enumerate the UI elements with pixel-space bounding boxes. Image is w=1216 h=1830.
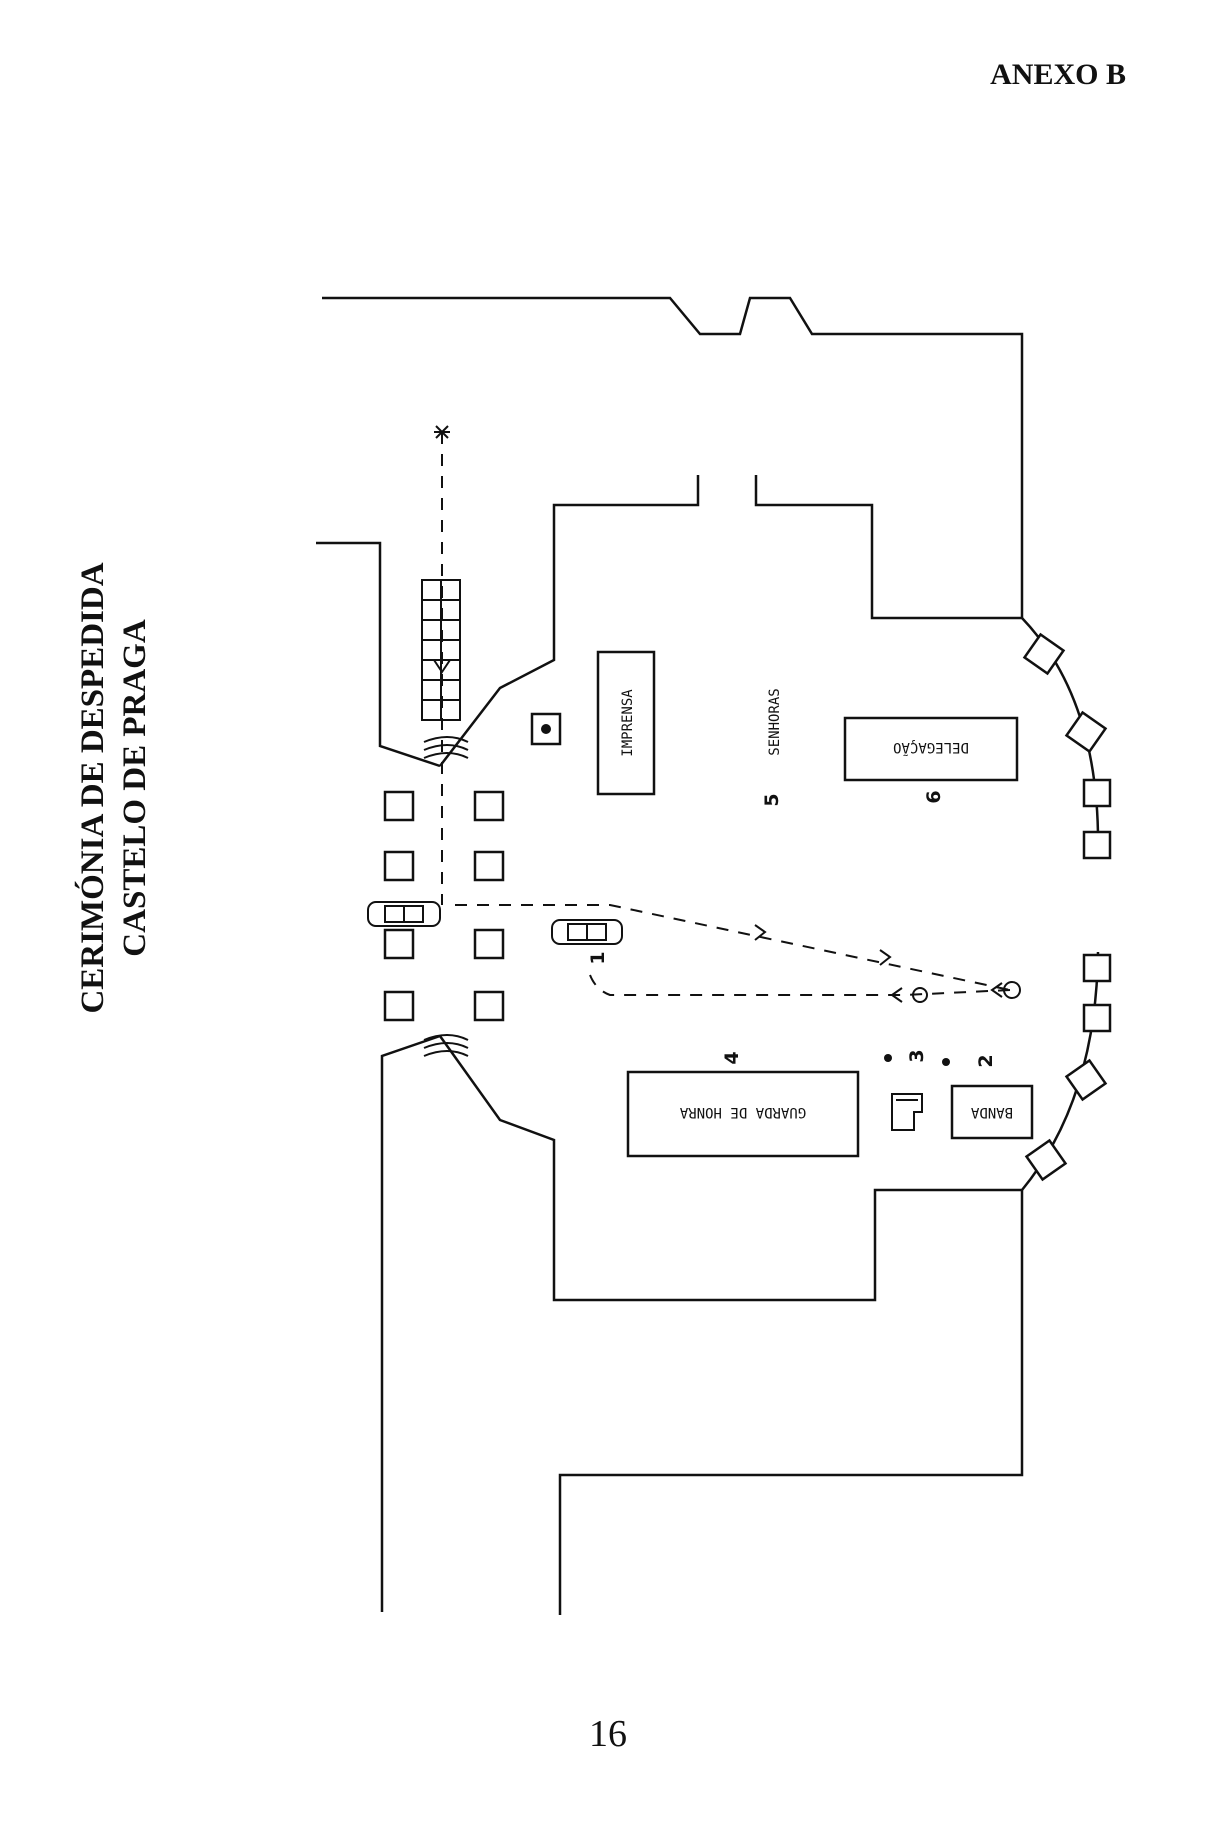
dignitary-dot bbox=[942, 1058, 950, 1066]
colonnade-column bbox=[1082, 778, 1112, 808]
inner-wall-left-lower bbox=[438, 1035, 1022, 1302]
gate-pillar bbox=[383, 790, 415, 822]
corridor-wall-lower bbox=[380, 1034, 441, 1612]
route-arrow bbox=[433, 659, 451, 674]
podium bbox=[891, 1093, 923, 1131]
colonnade-column bbox=[1064, 710, 1108, 754]
route-arrow bbox=[890, 987, 903, 1003]
area-delegacao-box bbox=[843, 716, 1019, 782]
area-imprensa-box bbox=[596, 650, 656, 796]
marker-5: 5 bbox=[761, 793, 783, 806]
stop-point-1 bbox=[912, 987, 928, 1003]
outer-wall-top bbox=[322, 296, 1024, 618]
dignitary-dot bbox=[884, 1054, 892, 1062]
annex-label: ANEXO B bbox=[990, 58, 1126, 91]
route-arrow bbox=[990, 982, 1003, 998]
inner-wall-left-upper bbox=[439, 475, 700, 767]
car-route-bottom bbox=[589, 974, 1011, 996]
label-banda: BANDA bbox=[970, 1104, 1013, 1120]
marker-2: 2 bbox=[975, 1054, 997, 1067]
area-guarda-box bbox=[626, 1070, 860, 1158]
route-arrow bbox=[754, 924, 767, 941]
gate-pillar bbox=[473, 990, 505, 1022]
label-guarda: GUARDA DE HONRA bbox=[679, 1104, 806, 1120]
gate-pillar bbox=[383, 928, 415, 960]
colonnade-column bbox=[1082, 1003, 1112, 1033]
label-senhoras: SENHORAS bbox=[767, 688, 783, 755]
gate-pillar bbox=[473, 850, 505, 882]
colonnade-column bbox=[1064, 1058, 1108, 1102]
colonnade-column bbox=[1082, 830, 1112, 860]
label-imprensa: IMPRENSA bbox=[620, 689, 636, 757]
marker-4: 4 bbox=[721, 1051, 743, 1064]
gate-pillar bbox=[473, 790, 505, 822]
car-courtyard bbox=[551, 919, 623, 945]
label-delegacao: DELEGAÇÃO bbox=[893, 739, 969, 756]
marker-3: 3 bbox=[906, 1049, 928, 1062]
page-number: 16 bbox=[589, 1713, 627, 1755]
marker-1: 1 bbox=[587, 951, 609, 964]
colonnade-column bbox=[1022, 632, 1066, 676]
outer-wall-bottom bbox=[558, 1190, 1024, 1615]
stop-point-2 bbox=[1003, 981, 1021, 999]
gate-pillar bbox=[383, 850, 415, 882]
arch-mark-upper bbox=[423, 736, 469, 759]
gate-pillar bbox=[473, 928, 505, 960]
car-route-top bbox=[455, 904, 1011, 991]
area-banda-box bbox=[950, 1084, 1034, 1140]
marker-6: 6 bbox=[923, 790, 945, 803]
colonnade-column bbox=[1082, 953, 1112, 983]
inner-wall-right-upper bbox=[754, 475, 1022, 620]
colonnade-column bbox=[1024, 1138, 1068, 1182]
car-gate bbox=[367, 901, 441, 927]
arch-mark-lower bbox=[423, 1034, 469, 1057]
gate-pillar bbox=[383, 990, 415, 1022]
corridor-wall-upper bbox=[316, 541, 441, 768]
press-camera-dot bbox=[541, 724, 551, 734]
route-arrow bbox=[879, 949, 892, 966]
route-start-mark bbox=[434, 425, 450, 439]
